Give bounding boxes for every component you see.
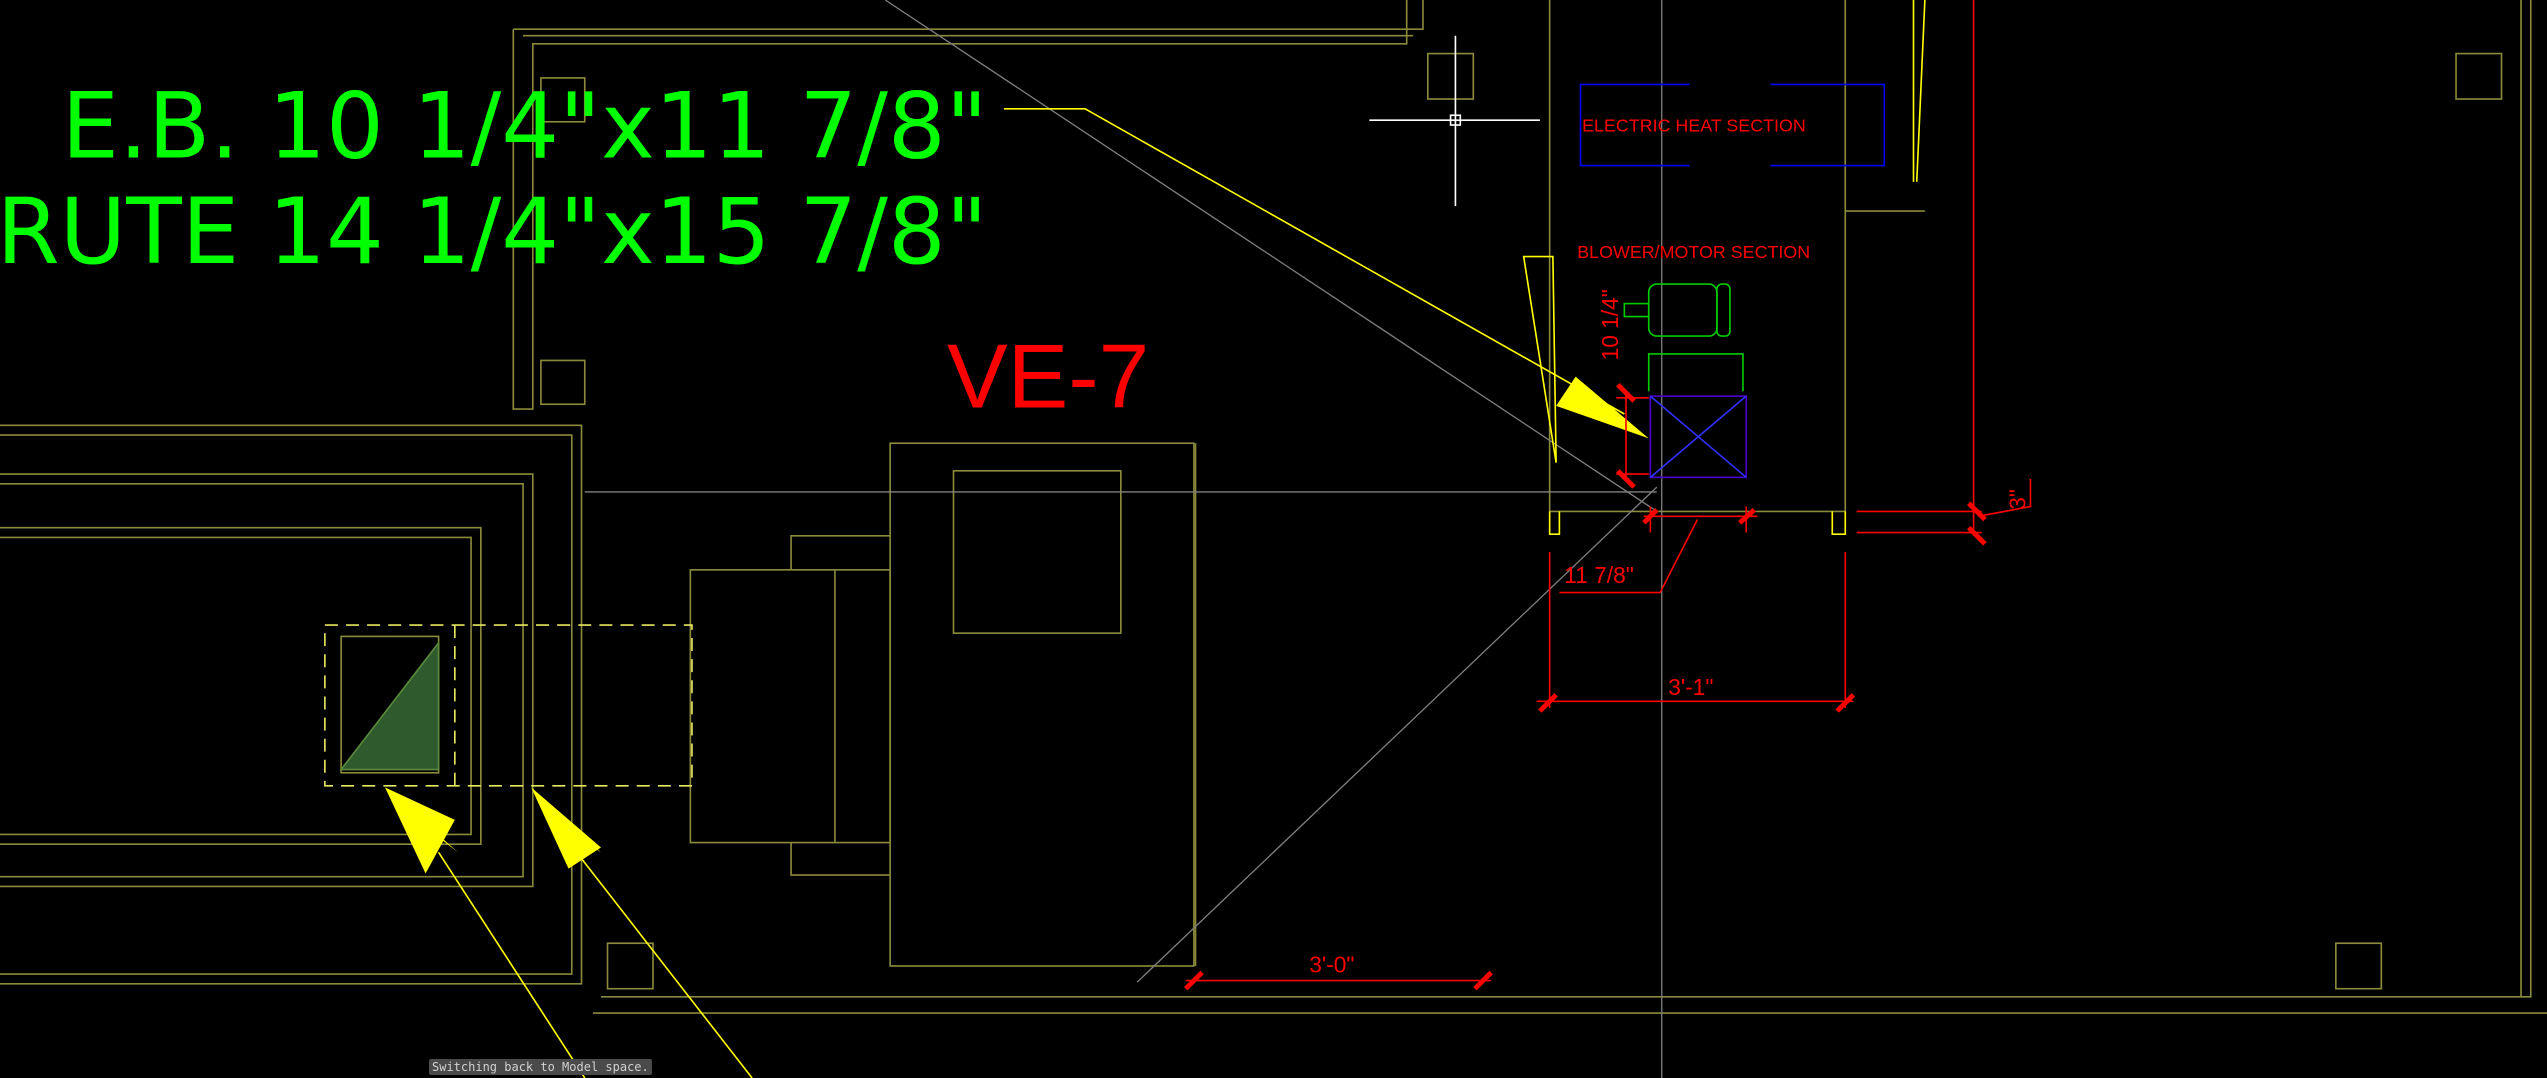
crosshair-cursor [1369,35,1540,207]
duct [324,624,693,787]
leader-lines [437,0,1926,1078]
unit-tag-label: VE-7 [947,327,1149,428]
brute-size-label: E BRUTE 14 1/4"x15 7/8" [0,180,988,285]
reference-lines [584,0,1663,1078]
dimension-lines [1185,0,2032,982]
dim-base-height: 3" [2005,489,2031,510]
eb-size-label: E.B. 10 1/4"x11 7/8" [62,75,988,180]
arrowheads [384,376,1649,853]
blower-motor-label: BLOWER/MOTOR SECTION [1577,242,1810,262]
dim-vertical-opening: 10 1/4" [1597,289,1623,360]
dimension-ticks [1184,383,1987,991]
dim-horizontal-opening: 11 7/8" [1564,562,1634,588]
blower-motor [1623,283,1748,479]
command-status-tooltip: Switching back to Model space. [429,1059,652,1075]
fire-damper-symbol [339,640,440,771]
electric-heat-label: ELECTRIC HEAT SECTION [1582,116,1806,136]
electric-heat-box [1579,83,1886,167]
dim-clearance: 3'-0" [1309,951,1354,977]
dim-unit-width: 3'-1" [1668,674,1713,700]
leader-arrow [384,787,455,874]
leader-arrow [531,787,602,869]
building-outlines [0,0,2547,1014]
